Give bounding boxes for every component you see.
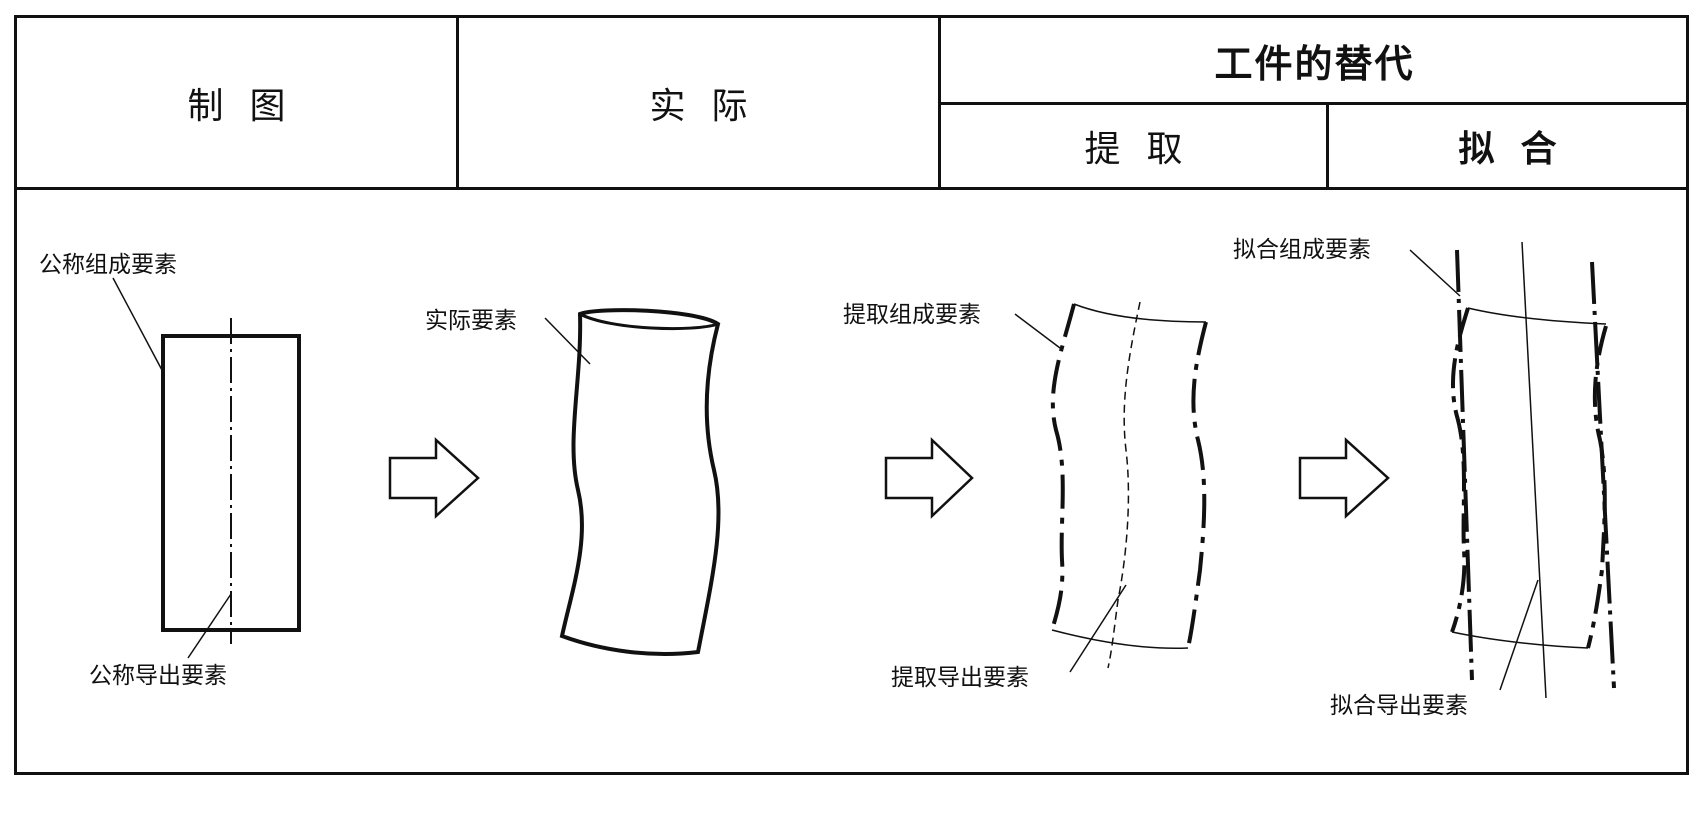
- extracted-bottom-edge: [1051, 629, 1189, 650]
- fitted-top-edge: [1467, 307, 1607, 325]
- column-divider-2: [938, 15, 941, 189]
- associated-derived-leader: [1499, 579, 1539, 691]
- arrow-right-icon: [388, 437, 480, 519]
- header-fitting: 拟合: [1458, 129, 1583, 170]
- extracted-derived-leader: [1069, 584, 1127, 673]
- column-divider-3: [1326, 103, 1329, 189]
- real-feature-outline: [559, 308, 721, 656]
- extracted-top-edge: [1073, 303, 1207, 323]
- arrow-right-icon: [884, 437, 974, 519]
- header-actual: 实际: [649, 86, 774, 127]
- extracted-derived-feature-label: 提取导出要素: [891, 665, 1029, 691]
- extracted-integral-feature-label: 提取组成要素: [843, 302, 981, 328]
- substitution-subheader-divider: [940, 102, 1689, 105]
- extracted-derived-feature: [1107, 301, 1141, 669]
- column-divider-1: [456, 15, 459, 189]
- nominal-derived-feature-label: 公称导出要素: [89, 663, 227, 689]
- table-frame: [14, 15, 1689, 775]
- extracted-integral-leader: [1014, 313, 1061, 349]
- arrow-right-icon: [1298, 437, 1390, 519]
- fitted-extracted-profile: [1450, 307, 1608, 649]
- associated-derived-feature: [1521, 241, 1547, 699]
- header-workpiece-substitution: 工件的替代: [1214, 41, 1415, 86]
- nominal-integral-feature-label: 公称组成要素: [39, 252, 177, 278]
- header-bottom-divider: [14, 187, 1689, 190]
- real-feature-leader: [544, 317, 591, 365]
- real-feature-top-ellipse: [579, 312, 719, 331]
- nominal-integral-leader: [112, 277, 164, 373]
- nominal-derived-leader: [187, 593, 232, 659]
- associated-derived-feature-label: 拟合导出要素: [1330, 693, 1468, 719]
- extracted-integral-feature: [1050, 303, 1208, 649]
- real-feature-label: 实际要素: [425, 308, 517, 334]
- header-extraction: 提取: [1084, 129, 1209, 170]
- header-drawing: 制图: [187, 86, 312, 127]
- associated-integral-leader: [1409, 249, 1461, 297]
- associated-integral-feature: [1455, 249, 1616, 689]
- associated-integral-feature-label: 拟合组成要素: [1233, 237, 1371, 263]
